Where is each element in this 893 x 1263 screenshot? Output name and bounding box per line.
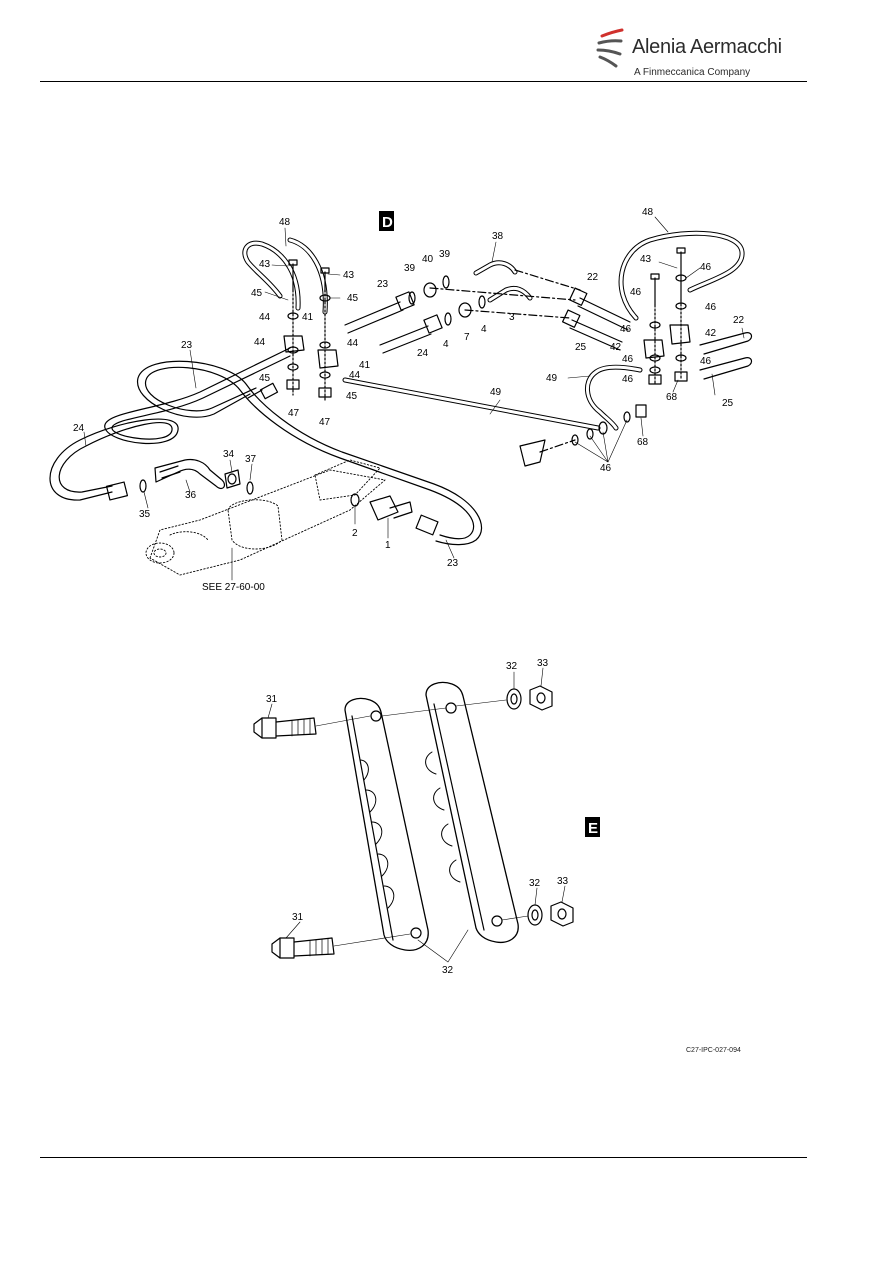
callout: 24	[73, 423, 85, 434]
callout: 4	[481, 324, 487, 335]
bolt-31-top	[253, 717, 277, 739]
tube-22-right	[579, 297, 631, 323]
callout: 7	[464, 332, 470, 343]
callout: 45	[259, 373, 271, 384]
callout: 34	[223, 449, 235, 460]
bottom-rule	[40, 1157, 807, 1158]
callout: 23	[447, 558, 459, 569]
brand-logo: Alenia Aermacchi A Finmeccanica Company	[596, 26, 796, 86]
view-d-box	[379, 211, 394, 231]
callout: 68	[666, 392, 678, 403]
tube-23-loop	[49, 347, 291, 501]
callout: 25	[575, 342, 587, 353]
callout: 22	[733, 315, 745, 326]
callout: 46	[622, 354, 634, 365]
callout: 32	[442, 965, 454, 976]
callout: 4	[443, 339, 449, 350]
callout: 43	[343, 270, 355, 281]
callout: 43	[640, 254, 652, 265]
grip-plate-left	[344, 697, 429, 951]
callout: 32	[506, 661, 518, 672]
callout: 3	[509, 312, 515, 323]
callout: 47	[319, 417, 331, 428]
see-reference: SEE 27-60-00	[202, 582, 265, 593]
callout: 40	[422, 254, 434, 265]
view-d-label: D	[382, 214, 393, 231]
callout: 31	[292, 912, 304, 923]
callout: 48	[642, 207, 654, 218]
top-rule	[40, 81, 807, 82]
callout: 45	[251, 288, 263, 299]
callout: 48	[279, 217, 291, 228]
callout: 32	[529, 878, 541, 889]
callout: 25	[722, 398, 734, 409]
callout: 22	[587, 272, 599, 283]
callout: 39	[404, 263, 416, 274]
tube-24-upper	[379, 325, 429, 346]
callout: 46	[630, 287, 642, 298]
callout: 43	[259, 259, 271, 270]
callout: 31	[266, 694, 278, 705]
callout: 46	[620, 324, 632, 335]
callout: 36	[185, 490, 197, 501]
callout: 41	[302, 312, 314, 323]
callout: 68	[637, 437, 649, 448]
callout: 42	[610, 342, 622, 353]
callout: 46	[600, 463, 612, 474]
callout: 1	[385, 540, 391, 551]
brand-name: Alenia Aermacchi	[632, 36, 782, 58]
callout: 49	[546, 373, 558, 384]
tube-25-right	[571, 319, 623, 343]
bolt-31-bottom	[271, 937, 295, 959]
callout: 38	[492, 231, 504, 242]
tube-23-upper	[344, 301, 401, 326]
callout: 39	[439, 249, 451, 260]
callout: 23	[181, 340, 193, 351]
callout: 44	[349, 370, 361, 381]
callout: 45	[347, 293, 359, 304]
callout-labels: 48 48 43 43 43 45 45 45 45 44 44 44 44 4…	[73, 207, 745, 976]
brand-subtitle: A Finmeccanica Company	[634, 67, 751, 78]
grip-plate-right	[425, 681, 519, 944]
callout: 44	[254, 337, 266, 348]
callout: 24	[417, 348, 429, 359]
callout: 2	[352, 528, 358, 539]
figure-reference: C27-IPC-027-094	[686, 1047, 741, 1054]
callout: 46	[700, 356, 712, 367]
callout: 46	[700, 262, 712, 273]
callout: 44	[347, 338, 359, 349]
callout: 33	[537, 658, 549, 669]
callout: 46	[705, 302, 717, 313]
callout: 42	[705, 328, 717, 339]
callout: 46	[622, 374, 634, 385]
callout: 35	[139, 509, 151, 520]
callout: 23	[377, 279, 389, 290]
alenia-swoosh-icon	[596, 28, 624, 68]
callout: 47	[288, 408, 300, 419]
callout: 49	[490, 387, 502, 398]
callout: 37	[245, 454, 257, 465]
view-e-box	[585, 817, 600, 837]
callout: 45	[346, 391, 358, 402]
callout: 44	[259, 312, 271, 323]
callout: 33	[557, 876, 569, 887]
view-e-label: E	[588, 820, 598, 837]
callout: 41	[359, 360, 371, 371]
